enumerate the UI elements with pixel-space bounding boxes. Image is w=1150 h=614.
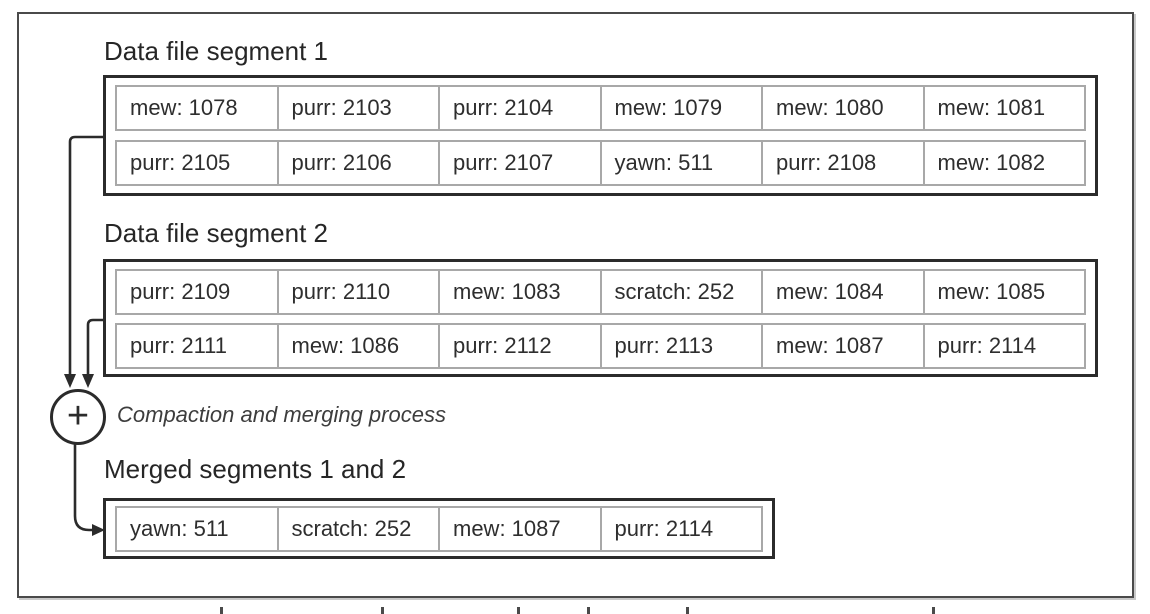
record-cell: mew: 1082 (922, 142, 1085, 184)
segment2-title: Data file segment 2 (104, 218, 329, 248)
merged-title: Merged segments 1 and 2 (104, 454, 407, 484)
cropped-caption-fragment (932, 607, 935, 614)
record-cell: purr: 2103 (276, 87, 439, 129)
cropped-caption-fragment (686, 607, 689, 614)
record-cell: mew: 1087 (761, 325, 923, 367)
cropped-caption-fragment (517, 607, 520, 614)
segment1-box: mew: 1078 purr: 2103 purr: 2104 mew: 107… (103, 75, 1098, 196)
record-cell: purr: 2106 (276, 142, 439, 184)
merge-circle: + (50, 389, 106, 445)
segment2-box: purr: 2109 purr: 2110 mew: 1083 scratch:… (103, 259, 1098, 377)
record-cell: purr: 2114 (922, 325, 1085, 367)
cropped-caption-fragment (587, 607, 590, 614)
record-cell: yawn: 511 (599, 142, 762, 184)
record-cell: purr: 2104 (438, 87, 600, 129)
record-cell: scratch: 252 (599, 271, 762, 313)
record-cell: mew: 1081 (922, 87, 1085, 129)
record-cell: purr: 2107 (438, 142, 600, 184)
record-cell: purr: 2112 (438, 325, 600, 367)
segment1-row-1: mew: 1078 purr: 2103 purr: 2104 mew: 107… (115, 85, 1086, 131)
record-cell: purr: 2110 (276, 271, 439, 313)
record-cell: mew: 1080 (761, 87, 923, 129)
record-cell: mew: 1087 (438, 508, 600, 550)
record-cell: purr: 2108 (761, 142, 923, 184)
record-cell: mew: 1085 (922, 271, 1085, 313)
cropped-caption-fragment (381, 607, 384, 614)
record-cell: mew: 1078 (130, 95, 238, 120)
segment2-row-2: purr: 2111 mew: 1086 purr: 2112 purr: 21… (115, 323, 1086, 369)
record-cell: purr: 2113 (599, 325, 762, 367)
segment2-row-1: purr: 2109 purr: 2110 mew: 1083 scratch:… (115, 269, 1086, 315)
segment1-row-2: purr: 2105 purr: 2106 purr: 2107 yawn: 5… (115, 140, 1086, 186)
record-cell: purr: 2111 (130, 333, 228, 358)
record-cell: purr: 2105 (130, 150, 231, 175)
record-cell: mew: 1079 (599, 87, 762, 129)
record-cell: mew: 1086 (276, 325, 439, 367)
merged-box: yawn: 511 scratch: 252 mew: 1087 purr: 2… (103, 498, 775, 559)
record-cell: mew: 1083 (438, 271, 600, 313)
merged-row: yawn: 511 scratch: 252 mew: 1087 purr: 2… (115, 506, 763, 552)
merge-process-label: Compaction and merging process (117, 402, 446, 427)
record-cell: purr: 2109 (130, 279, 231, 304)
cropped-caption-fragment (220, 607, 223, 614)
record-cell: yawn: 511 (130, 516, 229, 541)
plus-icon: + (66, 394, 90, 437)
record-cell: scratch: 252 (276, 508, 439, 550)
record-cell: mew: 1084 (761, 271, 923, 313)
record-cell: purr: 2114 (599, 508, 762, 550)
segment1-title: Data file segment 1 (104, 36, 329, 66)
